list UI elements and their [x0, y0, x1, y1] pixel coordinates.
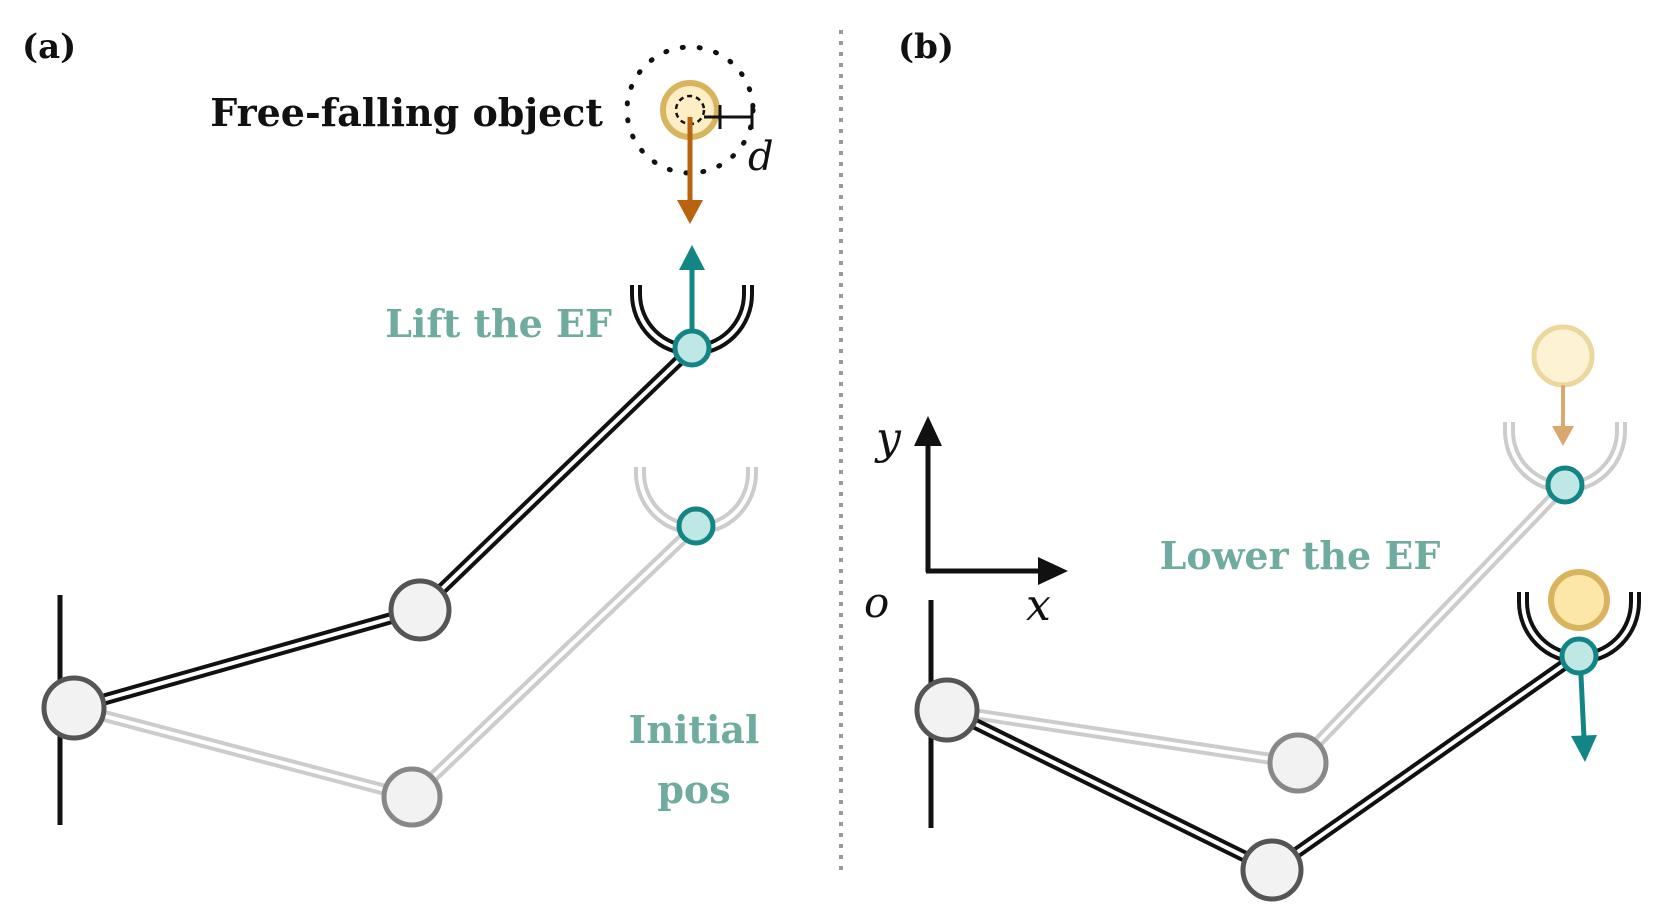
- panel-b-active-arm: [914, 569, 1641, 902]
- panel-b-ghost-arm: [946, 324, 1627, 794]
- panel-b-ghost-ball: [1531, 324, 1595, 388]
- panel-a-ghost-elbow-joint: [381, 766, 443, 828]
- panel-a-active-arm: [41, 245, 754, 741]
- panel-a-elbow-joint: [388, 578, 452, 642]
- panel-b-ghost-ef-joint: [1545, 465, 1585, 505]
- lower-the-ef-label: Lower the EF: [1160, 533, 1441, 578]
- panel-a-ghost-arm: [72, 467, 758, 828]
- panel-b-elbow-joint: [1240, 838, 1304, 902]
- panel-a-ef-joint: [672, 328, 712, 368]
- initial-pos-label-line1: Initial: [629, 707, 760, 752]
- axis-x-label: x: [1026, 580, 1051, 631]
- free-falling-object-label: Free-falling object: [210, 90, 603, 135]
- distance-d-label: d: [748, 134, 774, 180]
- panel-a-base-joint: [41, 675, 107, 741]
- panel-a-label: (a): [22, 27, 76, 67]
- panel-b-base-joint: [914, 677, 980, 743]
- panel-b-label: (b): [898, 27, 954, 67]
- panel-a-ghost-ef-joint: [676, 506, 716, 546]
- panel-a-free-falling-object: [624, 44, 756, 224]
- panel-b-ef-joint: [1559, 636, 1599, 676]
- coordinate-axes: [914, 416, 1068, 585]
- axis-origin-label: o: [864, 578, 889, 627]
- panel-b-ball: [1548, 569, 1610, 631]
- initial-pos-label-line2: pos: [657, 767, 730, 812]
- panel-b-ghost-elbow-joint: [1267, 732, 1329, 794]
- axis-y-label: y: [874, 413, 902, 464]
- lift-the-ef-label: Lift the EF: [385, 301, 612, 346]
